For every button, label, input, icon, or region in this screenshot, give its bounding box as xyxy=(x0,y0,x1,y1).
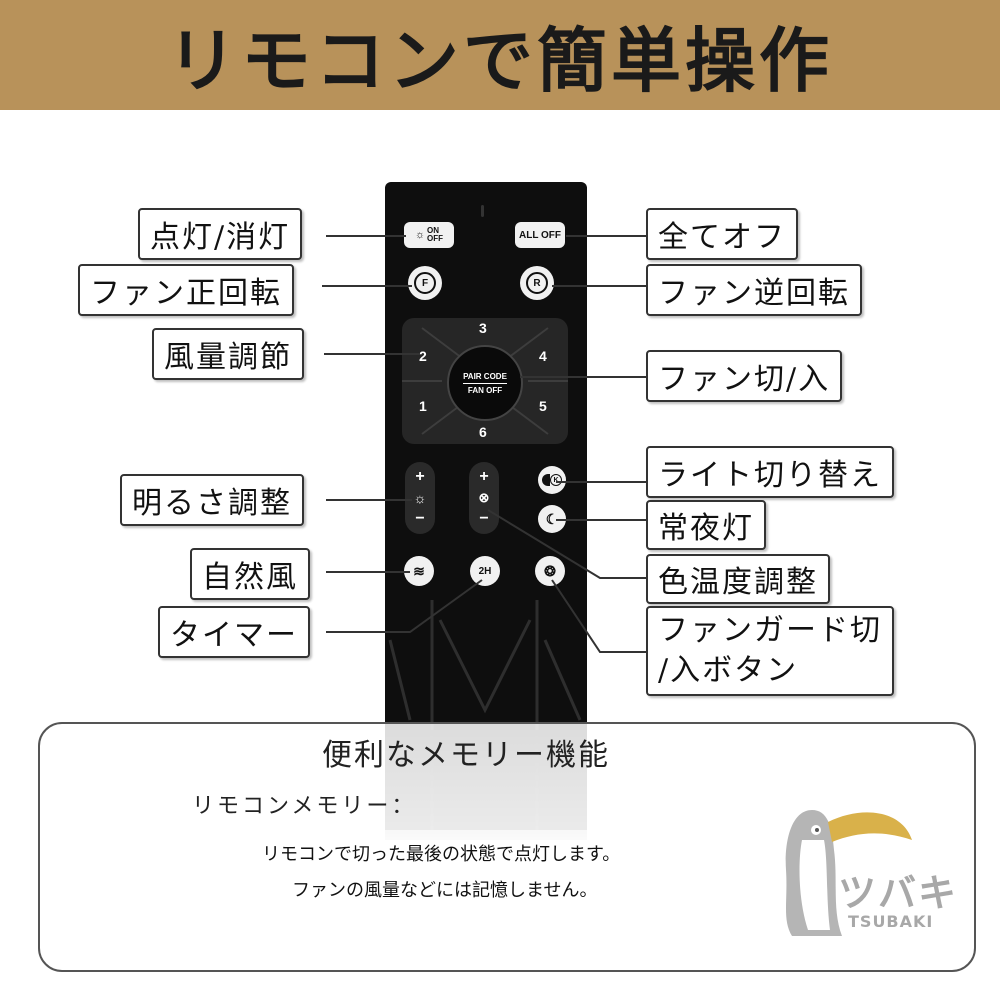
color-temp-rocker[interactable]: + ⊗ − xyxy=(469,462,499,534)
on-label: ON xyxy=(427,226,440,235)
label-fan-guard-line2: /入ボタン xyxy=(658,653,799,688)
timer-label: 2H xyxy=(478,565,492,577)
sun-icon: ☼ xyxy=(414,229,426,241)
pair-code-label: PAIR CODE xyxy=(463,371,507,381)
pair-fan-off-button[interactable]: PAIR CODE FAN OFF xyxy=(447,345,523,421)
all-off-label: ALL OFF xyxy=(518,229,562,241)
label-night-light: 常夜灯 xyxy=(646,500,766,550)
speed-3-button[interactable]: 3 xyxy=(479,320,487,336)
color-temp-plus[interactable]: + xyxy=(479,468,489,485)
speed-4-button[interactable]: 4 xyxy=(539,348,547,364)
label-natural-wind: 自然風 xyxy=(190,548,310,600)
center-divider xyxy=(463,382,507,384)
banner-title: リモコンで簡単操作 xyxy=(167,19,833,102)
penguin-logo-icon xyxy=(785,810,912,936)
label-brightness: 明るさ調整 xyxy=(120,474,304,526)
memory-line-2: ファンの風量などには記憶しません。 xyxy=(292,880,598,901)
fan-reverse-letter: R xyxy=(533,277,541,289)
logo-text: ツバキ xyxy=(838,871,959,915)
label-light-switch: ライト切り替え xyxy=(646,446,894,498)
speed-2-button[interactable]: 2 xyxy=(419,348,427,364)
on-off-button[interactable]: ☼ ON OFF xyxy=(404,222,454,248)
fan-forward-icon: F xyxy=(414,272,436,294)
color-temp-minus[interactable]: − xyxy=(479,510,489,527)
moon-icon: ☾ xyxy=(545,510,559,527)
half-circle-icon xyxy=(542,474,550,486)
speed-1-button[interactable]: 1 xyxy=(419,398,427,414)
label-timer: タイマー xyxy=(158,606,310,658)
wind-icon: ≋ xyxy=(413,562,425,579)
brightness-minus[interactable]: − xyxy=(415,510,425,527)
fan-off-label: FAN OFF xyxy=(467,385,503,395)
ir-indicator xyxy=(481,205,484,217)
fan-forward-letter: F xyxy=(421,277,429,289)
timer-button[interactable]: 2H xyxy=(470,556,500,586)
on-off-text: ON OFF xyxy=(427,227,443,243)
label-fan-guard: ファンガード切 /入ボタン xyxy=(646,606,894,696)
color-temp-icon: ⊗ xyxy=(478,490,490,505)
label-color-temp: 色温度調整 xyxy=(646,554,830,604)
fan-guard-button[interactable]: ❂ xyxy=(535,556,565,586)
brightness-plus[interactable]: + xyxy=(415,468,425,485)
header-banner: リモコンで簡単操作 xyxy=(0,0,1000,110)
fan-guard-icon: ❂ xyxy=(544,562,556,579)
speed-5-button[interactable]: 5 xyxy=(539,398,547,414)
logo-subtext: TSUBAKI xyxy=(848,912,934,931)
label-fan-forward: ファン正回転 xyxy=(78,264,294,316)
label-fan-toggle: ファン切/入 xyxy=(646,350,843,402)
memory-line-1: リモコンで切った最後の状態で点灯します。 xyxy=(262,844,621,865)
fan-reverse-button[interactable]: R xyxy=(520,266,554,300)
pad-dividers xyxy=(402,327,568,435)
fan-forward-button[interactable]: F xyxy=(408,266,442,300)
fan-reverse-icon: R xyxy=(526,272,548,294)
brightness-rocker[interactable]: + ☼ − xyxy=(405,462,435,534)
light-switch-icon: K xyxy=(542,474,562,486)
speed-6-button[interactable]: 6 xyxy=(479,424,487,440)
light-switch-button[interactable]: K xyxy=(538,466,566,494)
all-off-button[interactable]: ALL OFF xyxy=(515,222,565,248)
label-fan-guard-line1: ファンガード切 xyxy=(658,613,882,648)
off-label: OFF xyxy=(427,234,444,243)
label-fan-reverse: ファン逆回転 xyxy=(646,264,862,316)
light-switch-letter: K xyxy=(550,474,562,486)
label-fan-speed: 風量調節 xyxy=(152,328,304,380)
label-all-off: 全てオフ xyxy=(646,208,798,260)
memory-subtitle: リモコンメモリー： xyxy=(192,794,417,819)
sun-icon: ☼ xyxy=(413,490,427,506)
on-off-content: ☼ ON OFF xyxy=(415,227,443,243)
memory-title: 便利なメモリー機能 xyxy=(322,738,610,773)
label-on-off: 点灯/消灯 xyxy=(138,208,303,260)
